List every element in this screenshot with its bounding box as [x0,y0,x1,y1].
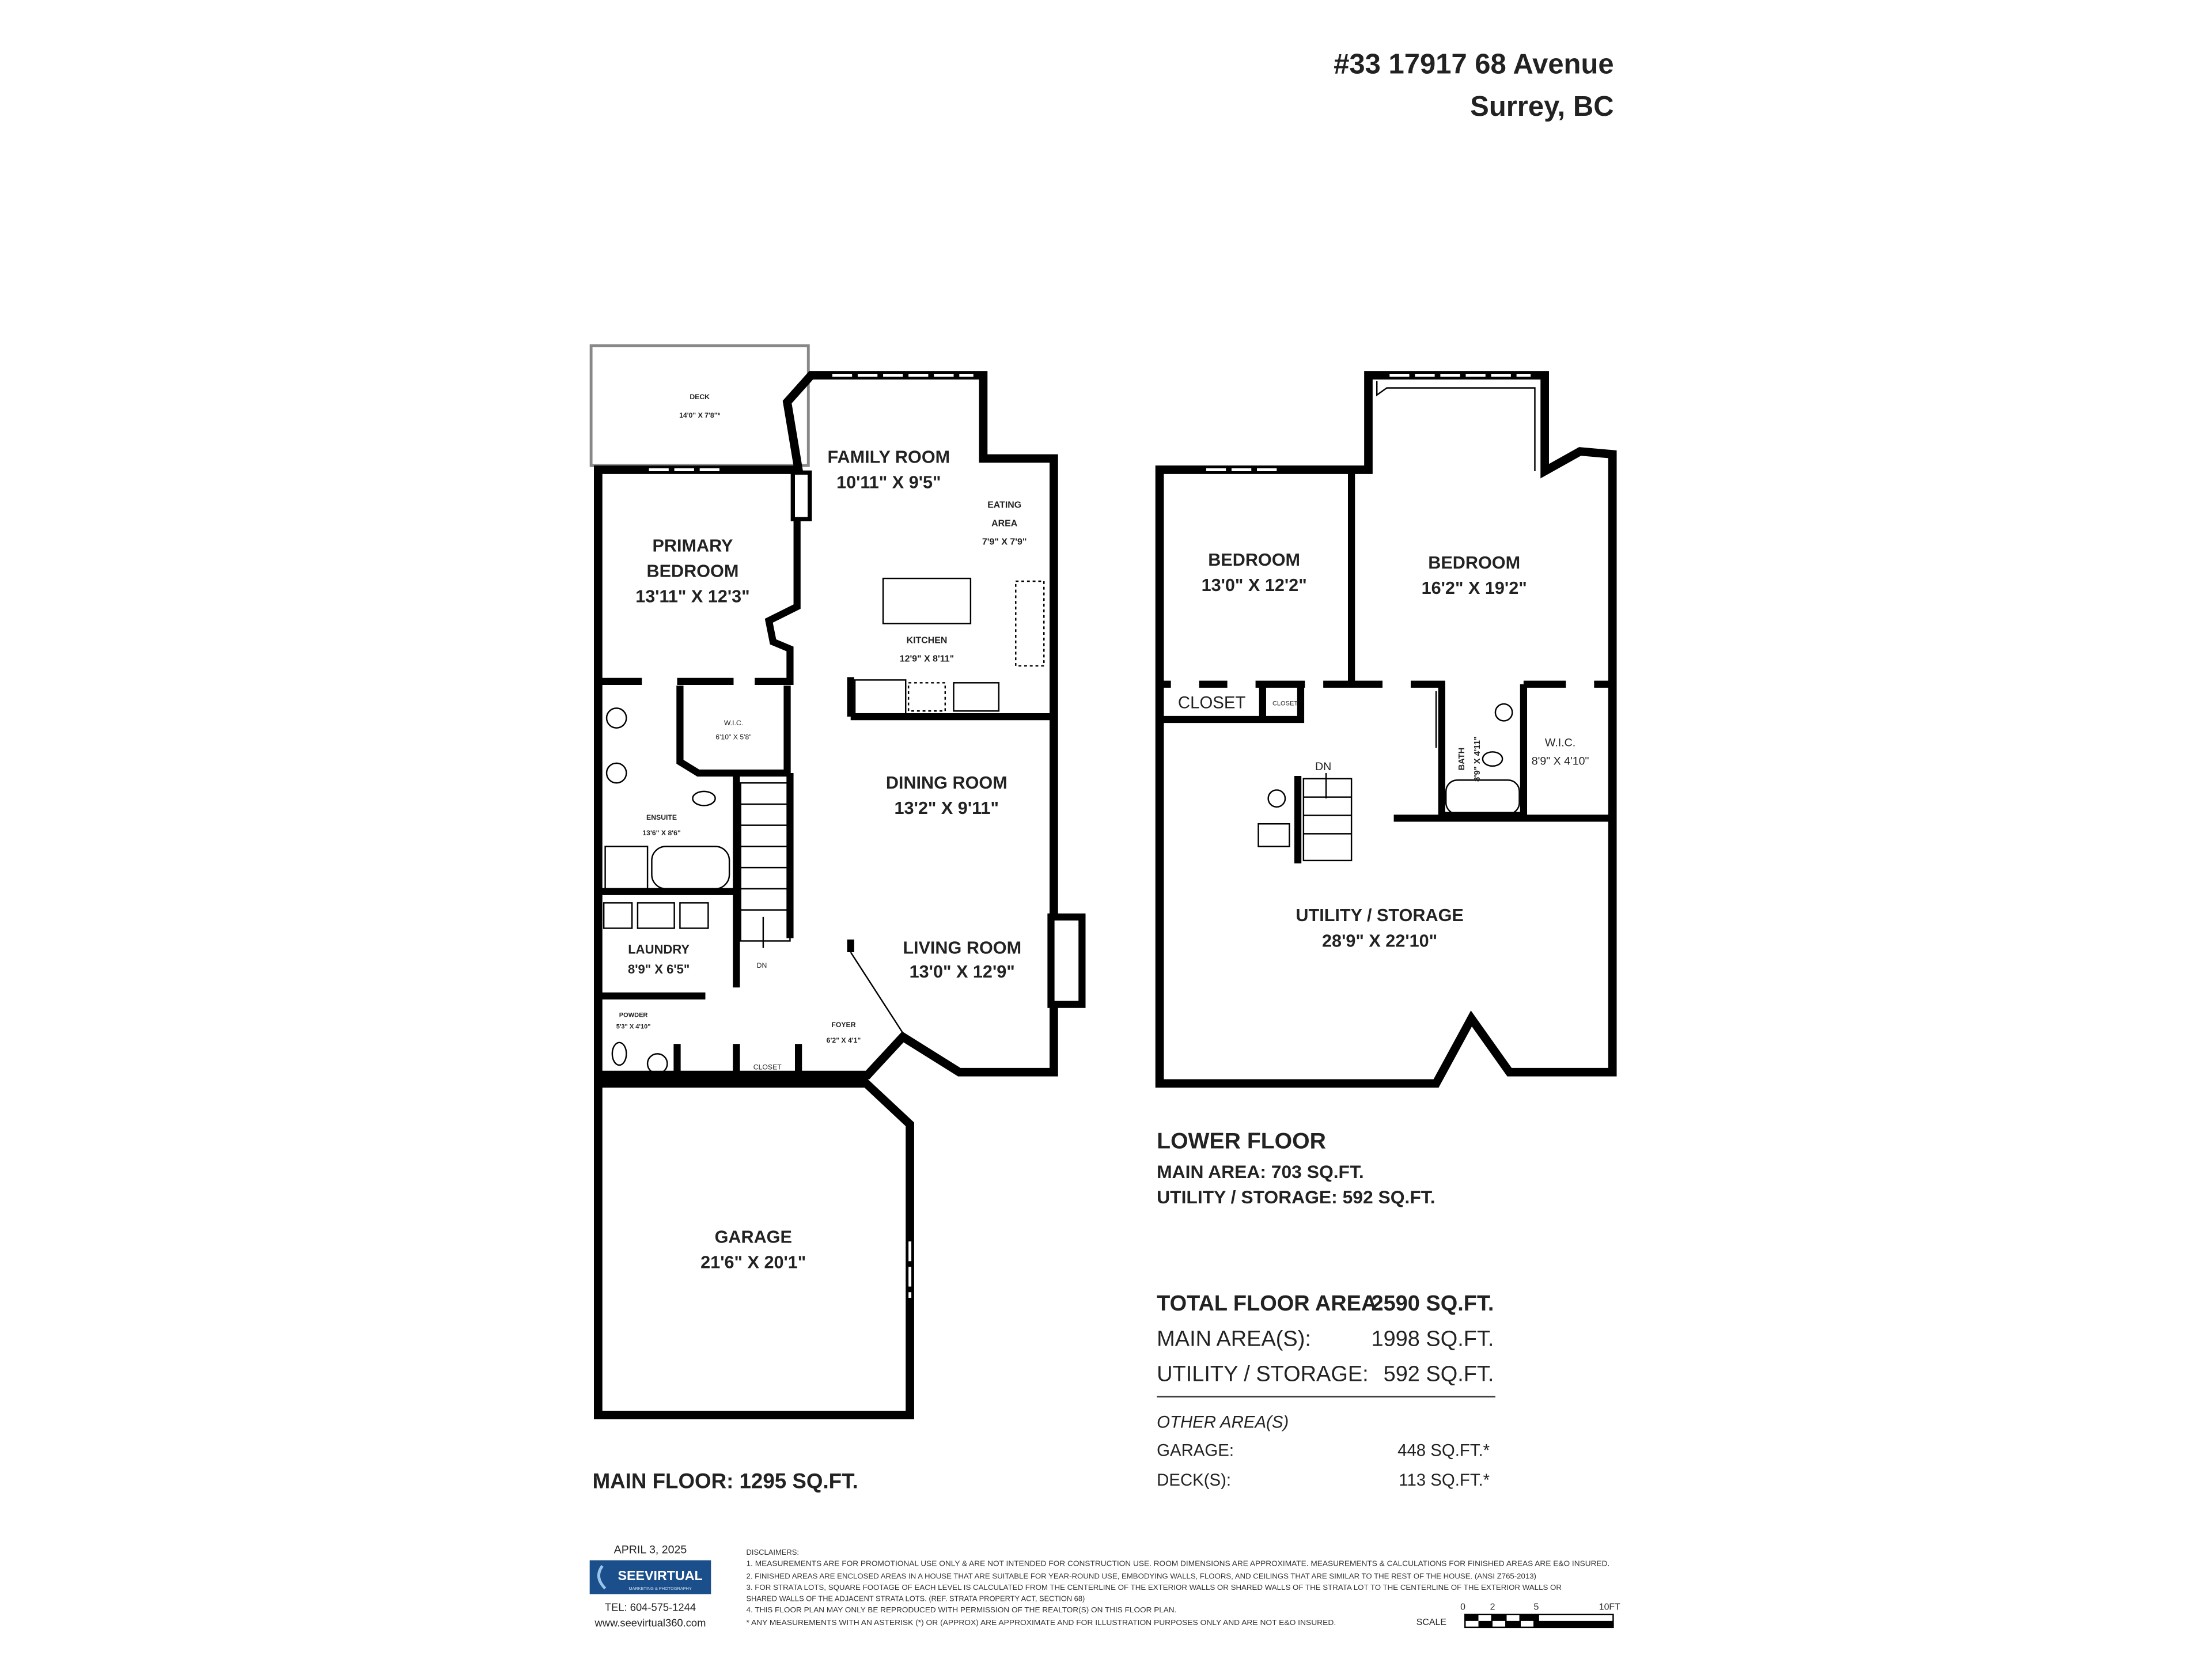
room-deck-name: DECK [690,393,710,401]
room-ensuite-dims: 13'6" X 8'6" [642,829,680,837]
disclaimers: DISCLAIMERS: 1. MEASUREMENTS ARE FOR PRO… [747,1548,1610,1627]
lower-bath-dims: 8'9" X 4'11" [1473,736,1482,782]
scale-bar: SCALE 0 2 5 10FT [1416,1602,1620,1628]
scale-tick-0: 0 [1460,1602,1465,1612]
room-powder-name: POWDER [619,1012,648,1019]
main-areas-value: 1998 SQ.FT. [1371,1327,1494,1351]
kitchen-island [882,577,972,624]
family-fireplace [790,470,812,521]
main-floor-plan: DECK 14'0" X 7'8"* FAMILY ROOM 10'11" X … [589,344,1086,1419]
room-dining-name: DINING ROOM [886,773,1007,793]
disclaimer-line: 2. FINISHED AREAS ARE ENCLOSED AREAS IN … [747,1571,1536,1580]
room-family-dims: 10'11" X 9'5" [836,472,941,492]
lower-bedroom-1-dims: 13'0" X 12'2" [1202,575,1307,595]
room-kitchen-dims: 12'9" X 8'11" [900,654,954,664]
lower-utility-area: UTILITY / STORAGE: 592 SQ.FT. [1157,1187,1435,1207]
deck-outline [589,344,810,467]
room-kitchen-name: KITCHEN [907,636,948,646]
lower-closet-2: CLOSET [1272,700,1298,707]
room-closet-name: CLOSET [753,1063,782,1071]
living-fireplace [1047,913,1086,1008]
lower-bedroom-2-dims: 16'2" X 19'2" [1422,578,1527,598]
logo-text: SEEVIRTUAL [618,1568,702,1583]
room-powder-dims: 5'3" X 4'10" [616,1023,651,1030]
room-garage-dims: 21'6" X 20'1" [700,1253,806,1272]
contact-tel: TEL: 604-575-1244 [605,1601,696,1613]
room-wic-dims: 6'10" X 5'8" [715,733,751,741]
deck-area-label: DECK(S): [1157,1471,1231,1490]
lower-wic-name: W.I.C. [1545,737,1575,749]
room-laundry-dims: 8'9" X 6'5" [628,962,690,976]
lower-stairs [1302,773,1353,862]
main-stairs [740,782,791,948]
lower-floor-walls [1155,371,1617,1088]
plan-date: APRIL 3, 2025 [614,1543,687,1556]
room-primary-name: PRIMARY [652,536,733,556]
room-living-dims: 13'0" X 12'9" [910,962,1015,982]
lower-floor-plan: BEDROOM 13'0" X 12'2" BEDROOM 16'2" X 19… [1155,371,1617,1088]
main-areas-label: MAIN AREA(S): [1157,1327,1311,1351]
room-family-name: FAMILY ROOM [828,447,950,467]
disclaimer-line: 3. FOR STRATA LOTS, SQUARE FOOTAGE OF EA… [747,1583,1562,1592]
scale-tick-5: 5 [1534,1602,1539,1612]
room-eating-name: EATING [987,501,1021,510]
main-stairs-label: DN [757,961,767,969]
lower-wic-dims: 8'9" X 4'10" [1532,755,1589,767]
other-areas-heading: OTHER AREA(S) [1157,1412,1289,1431]
area-summary: TOTAL FLOOR AREA: 2590 SQ.FT. MAIN AREA(… [1157,1291,1495,1490]
seevirtual-logo: SEEVIRTUAL MARKETING & PHOTOGRAPHY [589,1560,711,1594]
disclaimer-line: SHARED WALLS OF THE ADJACENT STRATA LOTS… [747,1594,1085,1603]
utility-storage-label: UTILITY / STORAGE: [1157,1362,1369,1387]
garage-area-label: GARAGE: [1157,1441,1234,1460]
room-foyer-name: FOYER [831,1021,855,1029]
logo-subtext: MARKETING & PHOTOGRAPHY [628,1586,692,1591]
scale-label: SCALE [1416,1618,1446,1627]
address-line-2: Surrey, BC [1470,91,1613,122]
lower-utility-name: UTILITY / STORAGE [1296,906,1463,925]
scale-tick-10: 10FT [1599,1602,1620,1612]
lower-closet-1: CLOSET [1178,693,1246,712]
utility-storage-value: 592 SQ.FT. [1384,1362,1494,1387]
lower-floor-title: LOWER FLOOR [1157,1128,1326,1153]
garage-walls [594,1079,914,1419]
room-foyer-dims: 6'2" X 4'1" [827,1036,861,1044]
room-deck-dims: 14'0" X 7'8"* [679,411,720,419]
garage-area-value: 448 SQ.FT.* [1397,1441,1490,1460]
main-floor-walls [594,371,1058,1080]
total-floor-area-value: 2590 SQ.FT. [1371,1291,1494,1316]
disclaimer-line: 1. MEASUREMENTS ARE FOR PROMOTIONAL USE … [747,1559,1610,1567]
lower-stairs-label: DN [1315,760,1331,773]
disclaimer-line: 4. THIS FLOOR PLAN MAY ONLY BE REPRODUCE… [747,1605,1177,1614]
room-primary-name-2: BEDROOM [647,562,739,581]
room-eating-name-2: AREA [991,518,1018,528]
lower-utility-dims: 28'9" X 22'10" [1322,931,1437,950]
address-line-1: #33 17917 68 Avenue [1334,48,1613,79]
room-living-name: LIVING ROOM [903,938,1021,958]
disclaimer-line: * ANY MEASUREMENTS WITH AN ASTERISK (*) … [747,1618,1336,1627]
room-dining-dims: 13'2" X 9'11" [895,798,999,818]
scale-tick-2: 2 [1490,1602,1495,1612]
lower-bath-name: BATH [1457,748,1467,771]
room-wic-name: W.I.C. [724,719,743,727]
lower-bedroom-2-name: BEDROOM [1428,553,1520,573]
room-ensuite-name: ENSUITE [646,813,677,821]
deck-area-value: 113 SQ.FT.* [1399,1471,1490,1490]
room-laundry-name: LAUNDRY [628,942,690,957]
room-eating-dims: 7'9" X 7'9" [982,537,1027,547]
total-floor-area-label: TOTAL FLOOR AREA: [1157,1291,1384,1316]
lower-main-area: MAIN AREA: 703 SQ.FT. [1157,1161,1364,1182]
room-primary-dims: 13'11" X 12'3" [635,587,749,607]
contact-website[interactable]: www.seevirtual360.com [594,1617,706,1629]
lower-bedroom-1-name: BEDROOM [1208,550,1300,570]
room-garage-name: GARAGE [715,1228,792,1247]
disclaimer-heading: DISCLAIMERS: [747,1548,800,1556]
main-floor-area: MAIN FLOOR: 1295 SQ.FT. [593,1469,858,1493]
